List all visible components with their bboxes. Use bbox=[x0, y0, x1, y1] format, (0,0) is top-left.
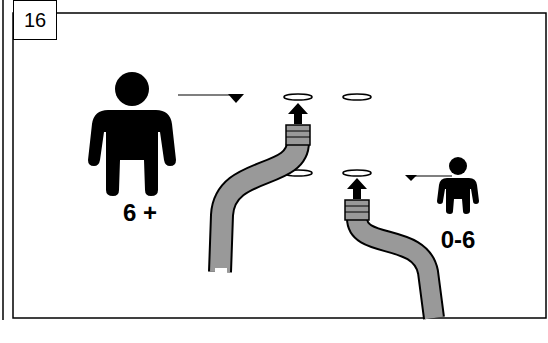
marker-triangle bbox=[405, 175, 417, 181]
leader-line bbox=[178, 94, 234, 95]
hose-connector bbox=[215, 103, 310, 274]
age-label: 6 + bbox=[123, 199, 157, 227]
child-figure bbox=[437, 157, 479, 214]
step-number: 16 bbox=[24, 9, 46, 32]
leader-line bbox=[414, 175, 452, 176]
age-label: 0-6 bbox=[441, 226, 476, 254]
panel-frame bbox=[13, 13, 546, 318]
hose-connector bbox=[345, 178, 434, 318]
marker-triangle bbox=[228, 94, 244, 103]
step-number-box: 16 bbox=[13, 0, 57, 40]
page-rule bbox=[2, 0, 4, 320]
adult-figure bbox=[88, 72, 176, 196]
